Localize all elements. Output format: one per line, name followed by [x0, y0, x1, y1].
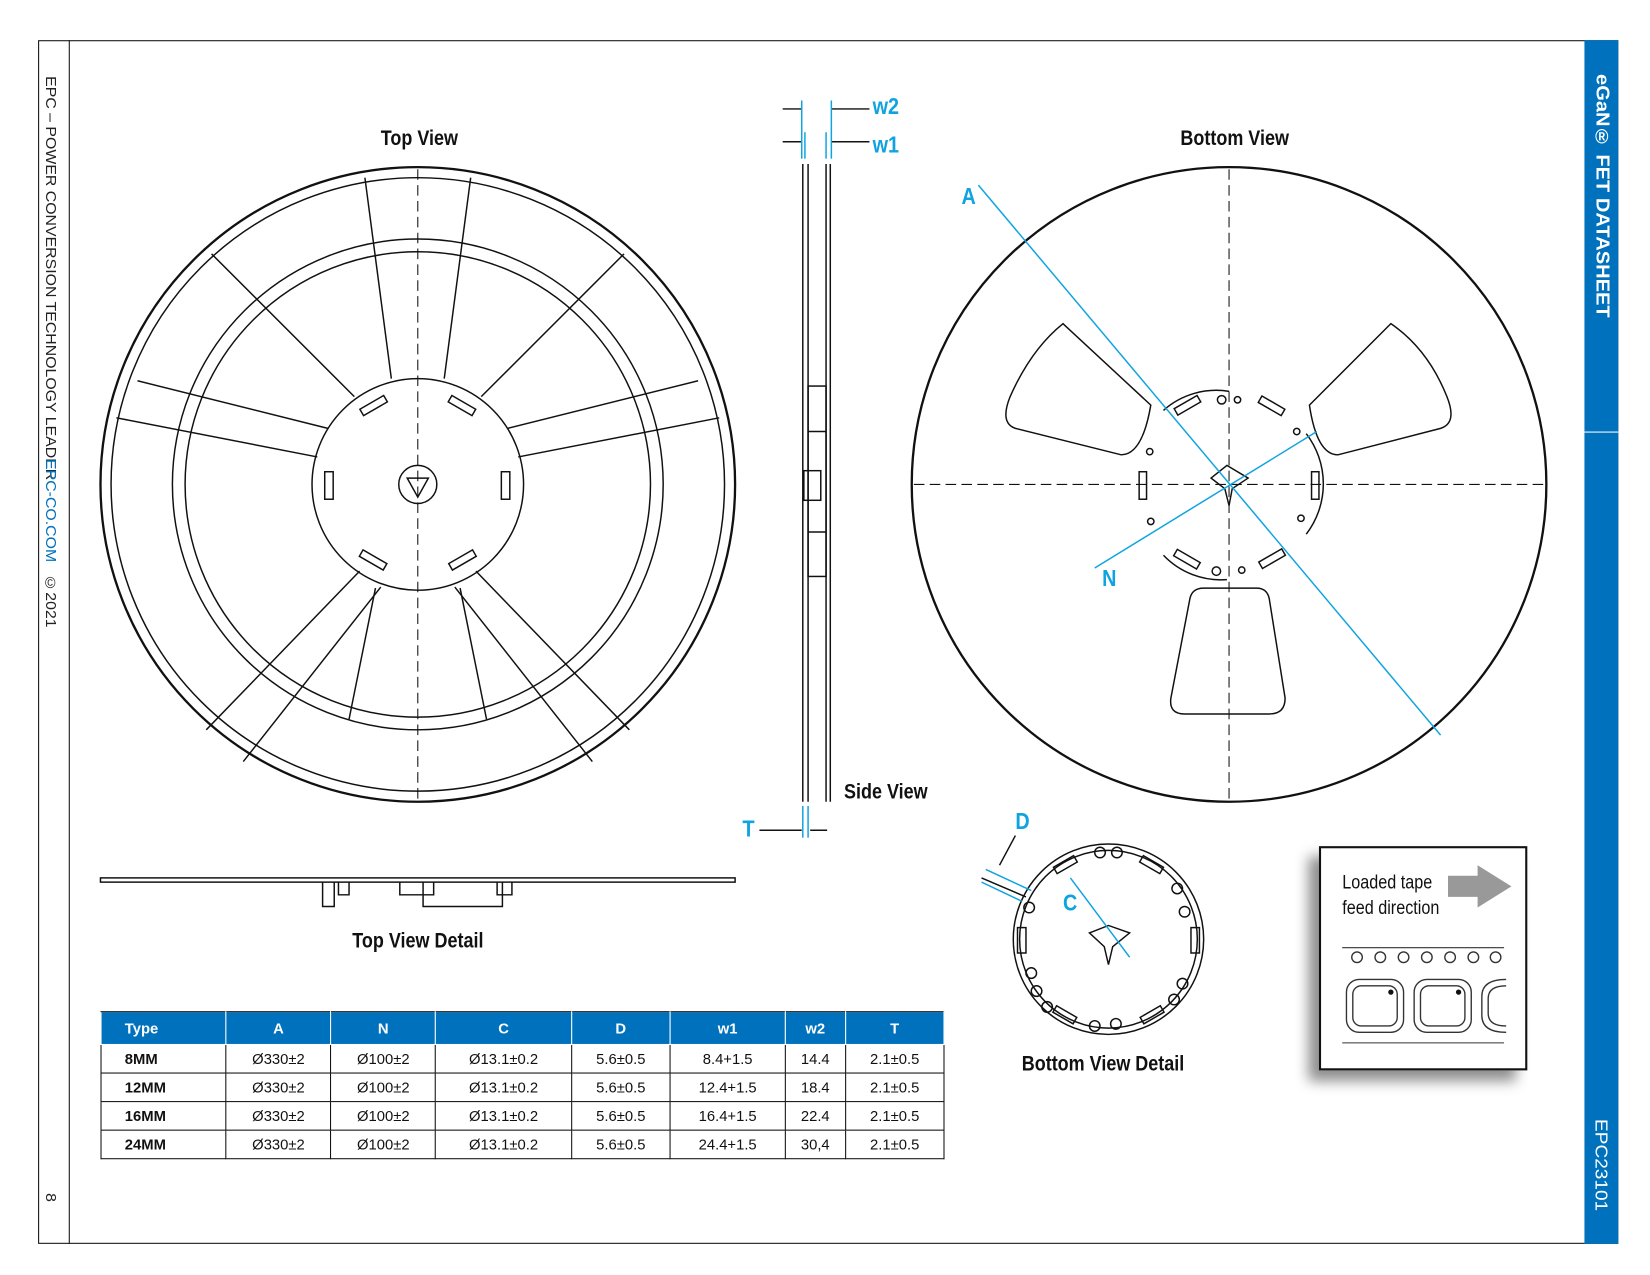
table-cell: 5.6±0.5	[570, 1072, 671, 1103]
bottom-view-centerlines	[913, 169, 1547, 802]
table-cell: 5.6±0.5	[570, 1043, 671, 1074]
col-header: w1	[669, 1011, 786, 1046]
dimension-d: D	[1015, 808, 1030, 835]
table-cell: Ø100±2	[330, 1101, 437, 1131]
table-cell: Ø13.1±0.2	[435, 1129, 573, 1160]
table-cell: 5.6±0.5	[570, 1129, 671, 1160]
table-cell: Ø330±2	[225, 1101, 332, 1131]
table-cell: 30,4	[784, 1129, 846, 1160]
table-cell: 2.1±0.5	[844, 1129, 945, 1160]
left-sidebar: EPC – POWER CONVERSION TECHNOLOGY LEADER…	[38, 40, 70, 1244]
bottom-view-title: Bottom View	[1180, 126, 1289, 151]
table-cell: Ø13.1±0.2	[435, 1101, 573, 1131]
table-cell-type: 16MM	[100, 1101, 227, 1131]
table-cell: 2.1±0.5	[844, 1072, 945, 1103]
feed-arrow-icon	[1447, 865, 1512, 908]
table-cell: Ø330±2	[225, 1129, 332, 1160]
table-cell: 2.1±0.5	[844, 1101, 945, 1131]
dimension-t: T	[742, 815, 755, 842]
table-cell: Ø100±2	[330, 1129, 437, 1160]
dimension-w2: w2	[872, 93, 899, 120]
table-cell: Ø100±2	[330, 1043, 437, 1074]
dimension-n: N	[1102, 564, 1117, 592]
table-cell-type: 12MM	[100, 1072, 227, 1103]
table-cell: Ø13.1±0.2	[435, 1072, 573, 1103]
col-header: D	[570, 1011, 671, 1046]
bottom-view-drawing	[910, 165, 1548, 803]
col-header: N	[330, 1011, 437, 1046]
bottom-view-detail-drawing	[981, 835, 1205, 1036]
datasheet-title: eGaN® FET DATASHEET	[1591, 74, 1612, 318]
bottom-view-detail-title: Bottom View Detail	[1021, 1052, 1185, 1076]
divider	[1584, 431, 1619, 433]
part-number: EPC23101	[1591, 1119, 1611, 1212]
top-view-drawing	[99, 165, 737, 803]
dimension-c: C	[1062, 889, 1078, 916]
col-header: A	[225, 1011, 332, 1046]
bottom-view-dimension-lines	[977, 184, 1442, 736]
tape-feed-box: Loaded tape feed direction	[1318, 846, 1528, 1071]
col-header: w2	[784, 1011, 846, 1046]
table-cell: 5.6±0.5	[570, 1101, 671, 1131]
table-cell: Ø330±2	[225, 1043, 332, 1074]
tape-feed-label: Loaded tape feed direction	[1342, 869, 1439, 920]
table-cell: Ø330±2	[225, 1072, 332, 1103]
top-view-detail-title: Top View Detail	[352, 929, 484, 953]
right-sidebar: eGaN® FET DATASHEET EPC23101	[1584, 40, 1619, 1244]
website-link[interactable]: EPC-CO.COM	[42, 459, 59, 563]
col-header: Type	[100, 1011, 227, 1046]
side-view-title: Side View	[844, 780, 928, 804]
col-header: C	[435, 1011, 573, 1046]
side-view-drawing	[759, 100, 870, 838]
table-cell: 16.4+1.5	[669, 1101, 786, 1131]
table-cell: 18.4	[784, 1072, 846, 1103]
top-view-title: Top View	[380, 126, 459, 151]
table-header-row: Type A N C D w1 w2 T	[100, 1011, 945, 1046]
table-cell: Ø100±2	[330, 1072, 437, 1103]
company-tagline: EPC – POWER CONVERSION TECHNOLOGY LEADER	[42, 76, 59, 481]
table-cell: 2.1±0.5	[844, 1043, 945, 1074]
table-cell: 8.4+1.5	[669, 1043, 786, 1074]
table-cell: 14.4	[784, 1043, 846, 1074]
copyright: ©2021	[42, 574, 59, 628]
tape-feed-line1: Loaded tape	[1342, 871, 1433, 893]
top-view-detail-drawing	[99, 877, 736, 908]
tape-illustration	[1342, 865, 1512, 1044]
tape-feed-line2: feed direction	[1342, 896, 1440, 919]
table-cell: 22.4	[784, 1101, 846, 1131]
col-header: T	[844, 1011, 945, 1046]
bottom-detail-dimension-lines	[981, 868, 1131, 958]
table-cell: Ø13.1±0.2	[435, 1043, 573, 1074]
table-cell: 24.4+1.5	[669, 1129, 786, 1160]
dimension-a: A	[961, 182, 976, 210]
page-number: 8	[42, 1193, 59, 1202]
dimension-w1: w1	[872, 131, 899, 158]
table-cell-type: 8MM	[100, 1043, 227, 1074]
table-cell: 12.4+1.5	[669, 1072, 786, 1103]
table-cell-type: 24MM	[100, 1129, 227, 1160]
